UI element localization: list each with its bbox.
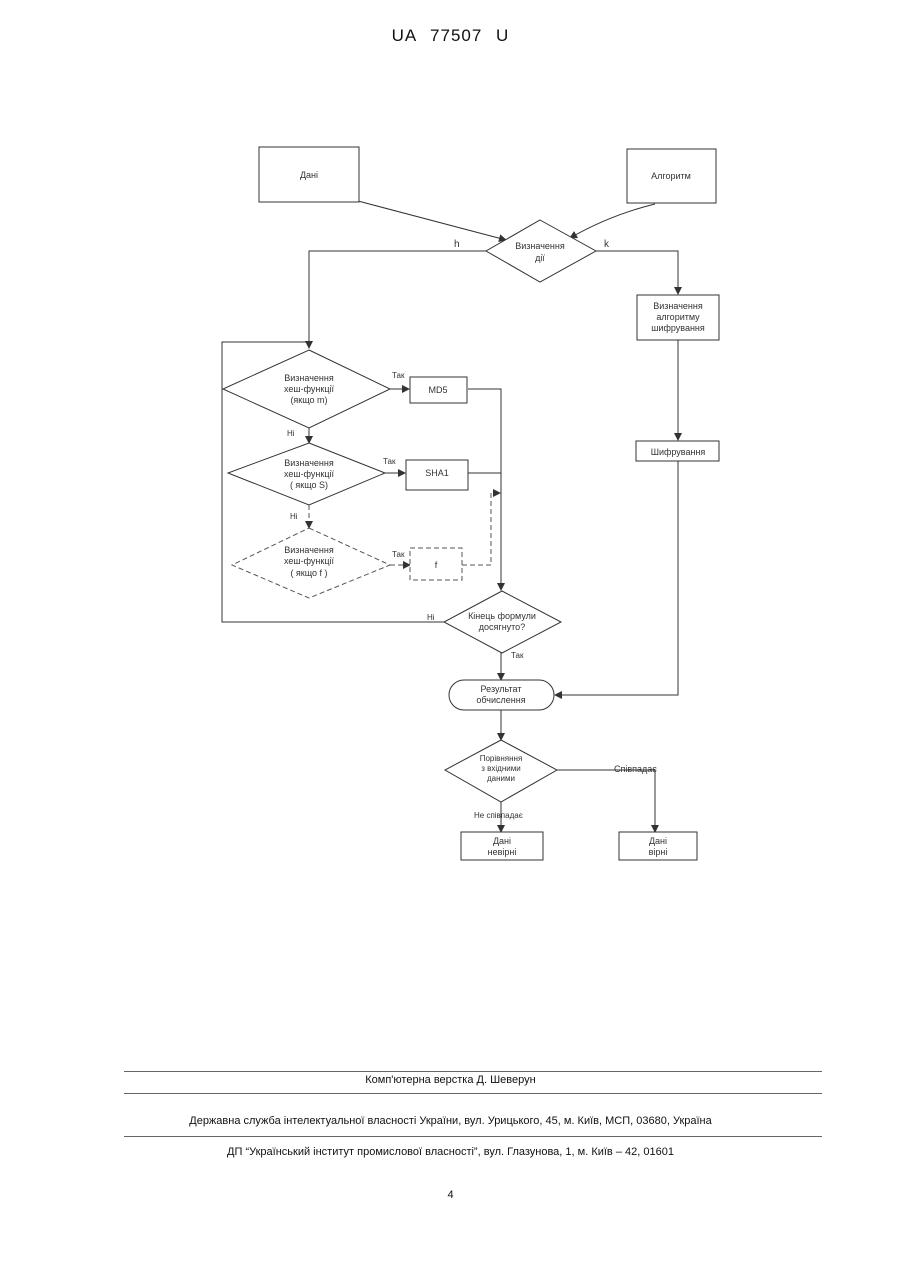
- compare-line2: з вхідними: [481, 764, 520, 773]
- action-label-line2: дії: [535, 253, 545, 263]
- invalid-line2: невірні: [488, 847, 517, 857]
- no-hash-s-label: Ні: [290, 512, 298, 521]
- connector-h-branch: [309, 251, 486, 348]
- action-label-line1: Визначення: [515, 241, 565, 251]
- hash-s-line2: хеш-функції: [284, 469, 334, 479]
- hash-m-line2: хеш-функції: [284, 384, 334, 394]
- action-decision: [486, 220, 596, 282]
- connector-f-out: [462, 493, 500, 565]
- yes-sha1-label: Так: [383, 457, 396, 466]
- result-line2: обчислення: [476, 695, 525, 705]
- compare-line3: даними: [487, 774, 515, 783]
- branch-h-label: h: [454, 239, 460, 250]
- yes-md5-label: Так: [392, 371, 405, 380]
- yes-end-label: Так: [511, 651, 524, 660]
- hash-m-line1: Визначення: [284, 373, 334, 383]
- hash-m-line3: (якщо m): [290, 395, 327, 405]
- connector-algorithm-to-action: [570, 204, 655, 238]
- page-number: 4: [0, 1189, 901, 1201]
- hash-f-line2: хеш-функції: [284, 556, 334, 566]
- invalid-line1: Дані: [493, 836, 511, 846]
- connector-data-to-action: [358, 201, 506, 240]
- encryption-label: Шифрування: [651, 447, 706, 457]
- end-line2: досягнуто?: [479, 622, 525, 632]
- connector-md5-out: [468, 389, 501, 400]
- sha1-label: SHA1: [425, 468, 449, 478]
- footer-rule-3: [124, 1136, 822, 1137]
- footer-rule-1: [124, 1071, 822, 1072]
- yes-f-label: Так: [392, 550, 405, 559]
- algorithm-label: Алгоритм: [651, 171, 691, 181]
- alg-def-line2: алгоритму: [656, 312, 700, 322]
- no-match-label: Не співпадає: [474, 811, 523, 820]
- connector-match: [557, 770, 655, 832]
- data-label: Дані: [300, 170, 318, 180]
- hash-f-line1: Визначення: [284, 545, 334, 555]
- md5-label: MD5: [428, 385, 447, 395]
- institute-address: ДП “Український інститут промислової вла…: [0, 1146, 901, 1158]
- end-line1: Кінець формули: [468, 611, 536, 621]
- hash-s-line1: Визначення: [284, 458, 334, 468]
- branch-k-label: k: [604, 239, 610, 250]
- result-line1: Результат: [481, 684, 522, 694]
- no-hash-m-label: Ні: [287, 429, 295, 438]
- alg-def-line1: Визначення: [653, 301, 703, 311]
- valid-line2: вірні: [649, 847, 668, 857]
- agency-address: Державна служба інтелектуальної власност…: [0, 1115, 901, 1127]
- match-label: Співпадає: [614, 764, 657, 774]
- alg-def-line3: шифрування: [651, 323, 705, 333]
- typesetting-credit: Комп'ютерна верстка Д. Шеверун: [0, 1074, 901, 1086]
- footer-rule-2: [124, 1093, 822, 1094]
- hash-f-line3: ( якщо f ): [290, 568, 327, 578]
- hash-s-line3: ( якщо S): [290, 480, 328, 490]
- connector-k-branch: [596, 251, 678, 294]
- connector-encryption-to-result: [555, 461, 678, 695]
- compare-line1: Порівняння: [480, 754, 523, 763]
- valid-line1: Дані: [649, 836, 667, 846]
- no-end-label: Ні: [427, 613, 435, 622]
